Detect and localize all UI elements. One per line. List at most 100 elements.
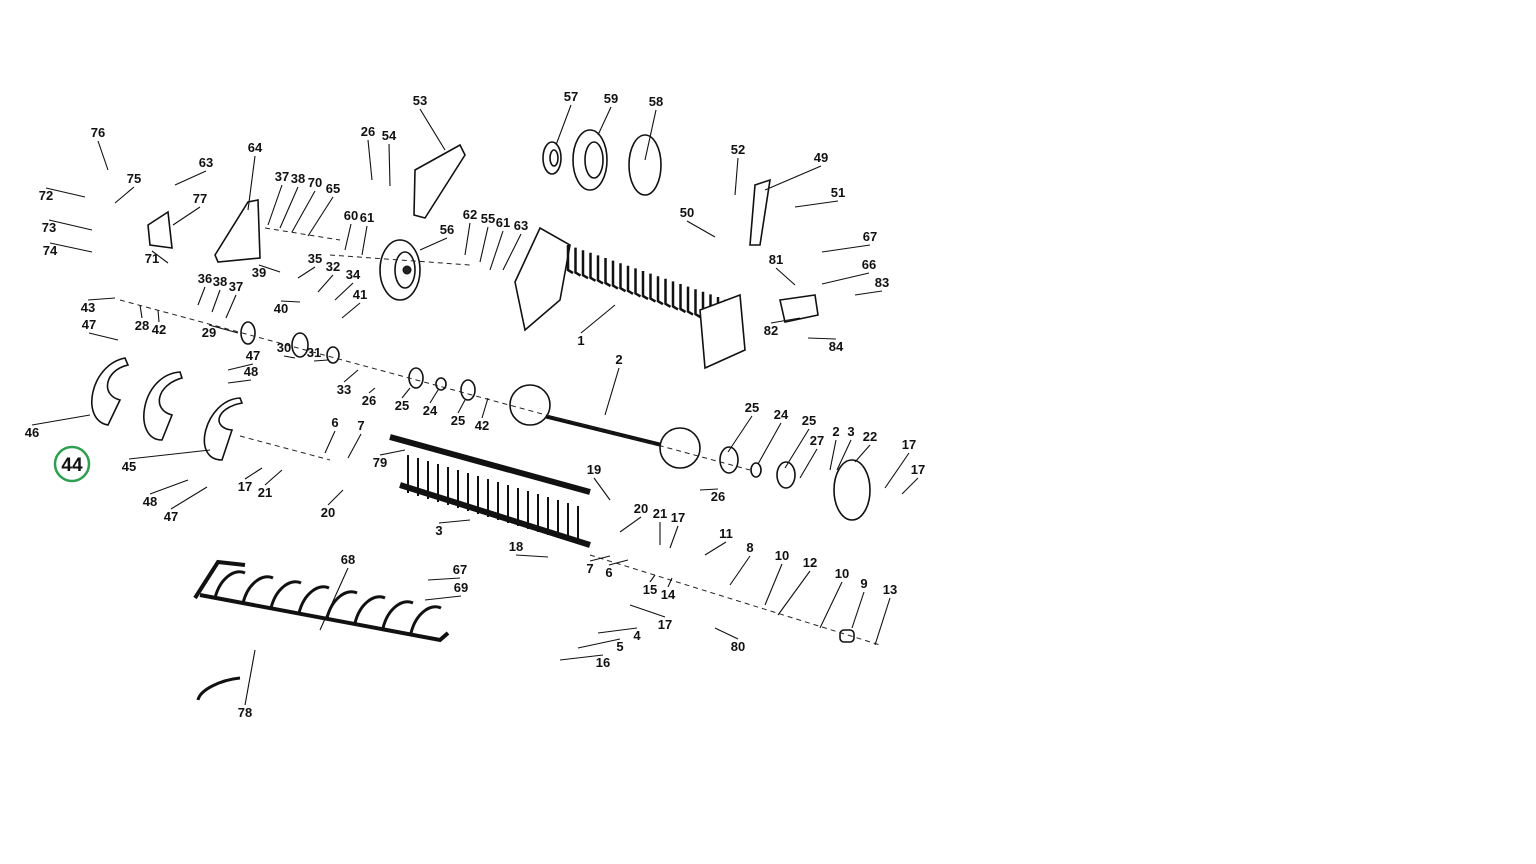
part-label-68[interactable]: 68 [341, 552, 355, 567]
part-label-2[interactable]: 2 [615, 352, 622, 367]
part-label-16[interactable]: 16 [596, 655, 610, 670]
part-label-15[interactable]: 15 [643, 582, 657, 597]
part-label-65[interactable]: 65 [326, 181, 340, 196]
part-label-75[interactable]: 75 [127, 171, 141, 186]
part-label-1[interactable]: 1 [577, 333, 584, 348]
part-label-24[interactable]: 24 [774, 407, 789, 422]
part-label-25[interactable]: 25 [802, 413, 816, 428]
part-label-58[interactable]: 58 [649, 94, 663, 109]
part-label-83[interactable]: 83 [875, 275, 889, 290]
part-label-36[interactable]: 36 [198, 271, 212, 286]
part-label-26[interactable]: 26 [711, 489, 725, 504]
part-label-6[interactable]: 6 [605, 565, 612, 580]
part-label-82[interactable]: 82 [764, 323, 778, 338]
part-label-46[interactable]: 46 [25, 425, 39, 440]
part-label-22[interactable]: 22 [863, 429, 877, 444]
part-label-60[interactable]: 60 [344, 208, 358, 223]
part-label-63[interactable]: 63 [514, 218, 528, 233]
part-label-32[interactable]: 32 [326, 259, 340, 274]
part-label-48[interactable]: 48 [143, 494, 157, 509]
part-label-47[interactable]: 47 [82, 317, 96, 332]
part-label-11[interactable]: 11 [719, 526, 733, 541]
part-label-66[interactable]: 66 [862, 257, 876, 272]
part-label-71[interactable]: 71 [145, 251, 159, 266]
part-label-48[interactable]: 48 [244, 364, 258, 379]
part-label-47[interactable]: 47 [246, 348, 260, 363]
part-label-45[interactable]: 45 [122, 459, 136, 474]
part-label-50[interactable]: 50 [680, 205, 694, 220]
part-label-80[interactable]: 80 [731, 639, 745, 654]
part-label-26[interactable]: 26 [361, 124, 375, 139]
highlight-callout[interactable]: 44 [53, 445, 91, 483]
part-label-14[interactable]: 14 [661, 587, 676, 602]
part-label-25[interactable]: 25 [451, 413, 465, 428]
part-label-17[interactable]: 17 [911, 462, 925, 477]
part-label-5[interactable]: 5 [616, 639, 623, 654]
part-label-74[interactable]: 74 [43, 243, 58, 258]
part-label-78[interactable]: 78 [238, 705, 252, 720]
part-label-13[interactable]: 13 [883, 582, 897, 597]
part-label-27[interactable]: 27 [810, 433, 824, 448]
part-label-37[interactable]: 37 [229, 279, 243, 294]
part-label-49[interactable]: 49 [814, 150, 828, 165]
part-label-84[interactable]: 84 [829, 339, 844, 354]
part-label-8[interactable]: 8 [746, 540, 753, 555]
part-label-59[interactable]: 59 [604, 91, 618, 106]
part-label-21[interactable]: 21 [653, 506, 667, 521]
part-label-62[interactable]: 62 [463, 207, 477, 222]
part-label-41[interactable]: 41 [353, 287, 367, 302]
part-label-53[interactable]: 53 [413, 93, 427, 108]
part-label-10[interactable]: 10 [835, 566, 849, 581]
part-label-35[interactable]: 35 [308, 251, 322, 266]
part-label-3[interactable]: 3 [435, 523, 442, 538]
part-label-40[interactable]: 40 [274, 301, 288, 316]
part-label-77[interactable]: 77 [193, 191, 207, 206]
part-label-33[interactable]: 33 [337, 382, 351, 397]
part-label-73[interactable]: 73 [42, 220, 56, 235]
part-label-79[interactable]: 79 [373, 455, 387, 470]
part-label-67[interactable]: 67 [453, 562, 467, 577]
part-label-56[interactable]: 56 [440, 222, 454, 237]
part-label-18[interactable]: 18 [509, 539, 523, 554]
part-label-7[interactable]: 7 [586, 561, 593, 576]
part-label-81[interactable]: 81 [769, 252, 783, 267]
part-label-76[interactable]: 76 [91, 125, 105, 140]
part-label-24[interactable]: 24 [423, 403, 438, 418]
part-label-20[interactable]: 20 [321, 505, 335, 520]
part-label-47[interactable]: 47 [164, 509, 178, 524]
part-label-20[interactable]: 20 [634, 501, 648, 516]
part-label-37[interactable]: 37 [275, 169, 289, 184]
part-label-31[interactable]: 31 [307, 345, 321, 360]
part-label-42[interactable]: 42 [475, 418, 489, 433]
part-label-17[interactable]: 17 [238, 479, 252, 494]
part-label-51[interactable]: 51 [831, 185, 845, 200]
part-label-64[interactable]: 64 [248, 140, 263, 155]
part-label-29[interactable]: 29 [202, 325, 216, 340]
part-label-17[interactable]: 17 [658, 617, 672, 632]
part-label-17[interactable]: 17 [671, 510, 685, 525]
part-label-52[interactable]: 52 [731, 142, 745, 157]
part-label-38[interactable]: 38 [291, 171, 305, 186]
part-label-61[interactable]: 61 [360, 210, 374, 225]
part-label-25[interactable]: 25 [395, 398, 409, 413]
part-label-57[interactable]: 57 [564, 89, 578, 104]
part-label-10[interactable]: 10 [775, 548, 789, 563]
part-label-61[interactable]: 61 [496, 215, 510, 230]
part-label-6[interactable]: 6 [331, 415, 338, 430]
part-label-17[interactable]: 17 [902, 437, 916, 452]
part-label-63[interactable]: 63 [199, 155, 213, 170]
part-label-72[interactable]: 72 [39, 188, 53, 203]
part-label-39[interactable]: 39 [252, 265, 266, 280]
part-label-55[interactable]: 55 [481, 211, 495, 226]
part-label-69[interactable]: 69 [454, 580, 468, 595]
part-label-26[interactable]: 26 [362, 393, 376, 408]
part-label-43[interactable]: 43 [81, 300, 95, 315]
part-label-7[interactable]: 7 [357, 418, 364, 433]
part-label-12[interactable]: 12 [803, 555, 817, 570]
part-label-34[interactable]: 34 [346, 267, 361, 282]
part-label-19[interactable]: 19 [587, 462, 601, 477]
part-label-21[interactable]: 21 [258, 485, 272, 500]
part-label-25[interactable]: 25 [745, 400, 759, 415]
part-label-42[interactable]: 42 [152, 322, 166, 337]
part-label-4[interactable]: 4 [633, 628, 641, 643]
